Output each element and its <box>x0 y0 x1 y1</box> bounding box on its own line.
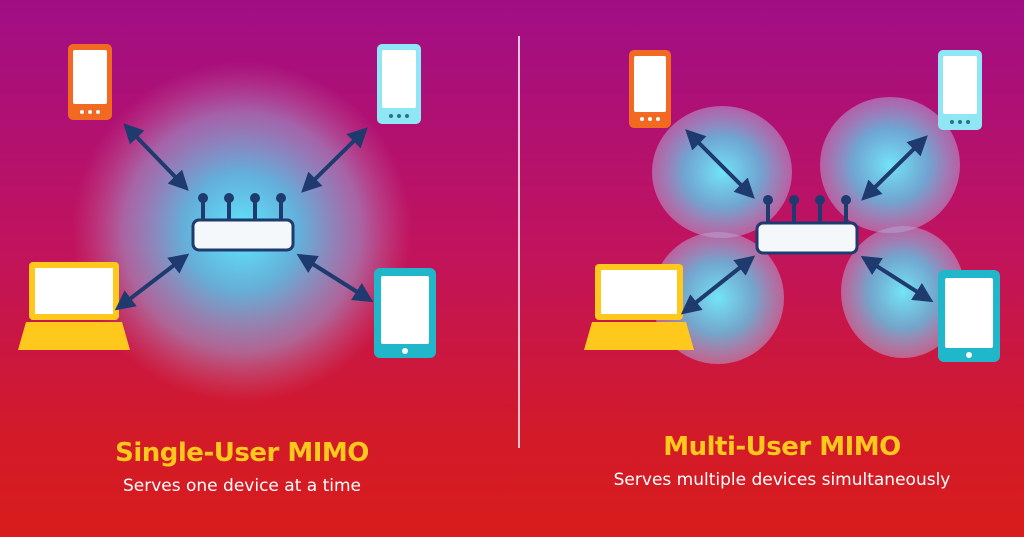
double-arrow-icon <box>680 129 934 315</box>
single-user-subtitle: Serves one device at a time <box>122 476 362 496</box>
multi-user-subtitle: Serves multiple devices simultaneously <box>613 470 951 490</box>
single-user-panel <box>18 44 436 402</box>
laptop-icon <box>584 264 694 350</box>
phone-icon <box>938 50 982 130</box>
phone-icon <box>629 50 671 128</box>
router-icon <box>191 193 295 252</box>
panel-divider <box>518 36 520 448</box>
multi-user-panel <box>584 50 1000 364</box>
tablet-icon <box>374 268 436 358</box>
phone-icon <box>377 44 421 124</box>
multi-user-title: Multi-User MIMO <box>663 432 901 462</box>
router-icon <box>755 195 859 255</box>
single-user-title: Single-User MIMO <box>115 438 369 468</box>
phone-icon <box>68 44 112 120</box>
laptop-icon <box>18 262 130 350</box>
tablet-icon <box>938 270 1000 362</box>
double-arrow-icon <box>114 123 374 311</box>
